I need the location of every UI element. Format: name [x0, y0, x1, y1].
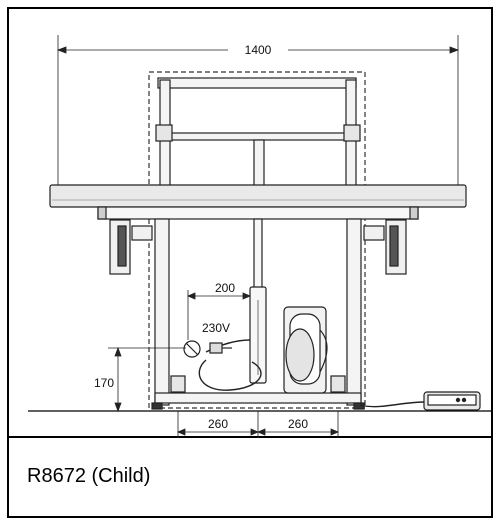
inner-offset-dimension [186, 290, 252, 340]
motor-housing [283, 306, 328, 394]
caption-divider [7, 436, 493, 438]
inner-offset-label: 200 [215, 281, 235, 295]
voltage-label: 230V [202, 321, 230, 335]
lift-actuator [249, 218, 267, 384]
figure-caption: R8672 (Child) [27, 465, 151, 487]
socket-symbol [183, 340, 232, 358]
right-base-label: 260 [288, 417, 308, 431]
lower-legs [151, 218, 365, 410]
foot-switch [423, 391, 481, 411]
table-top [49, 184, 467, 220]
base-width-dimension [176, 411, 340, 438]
overall-width-dimension [56, 35, 460, 185]
upper-frame [155, 77, 361, 187]
figure-frame [7, 7, 493, 518]
height-label: 170 [94, 376, 114, 390]
side-brackets [109, 219, 407, 275]
left-base-label: 260 [208, 417, 228, 431]
overall-width-label: 1400 [245, 43, 272, 57]
height-dimension [108, 346, 186, 413]
